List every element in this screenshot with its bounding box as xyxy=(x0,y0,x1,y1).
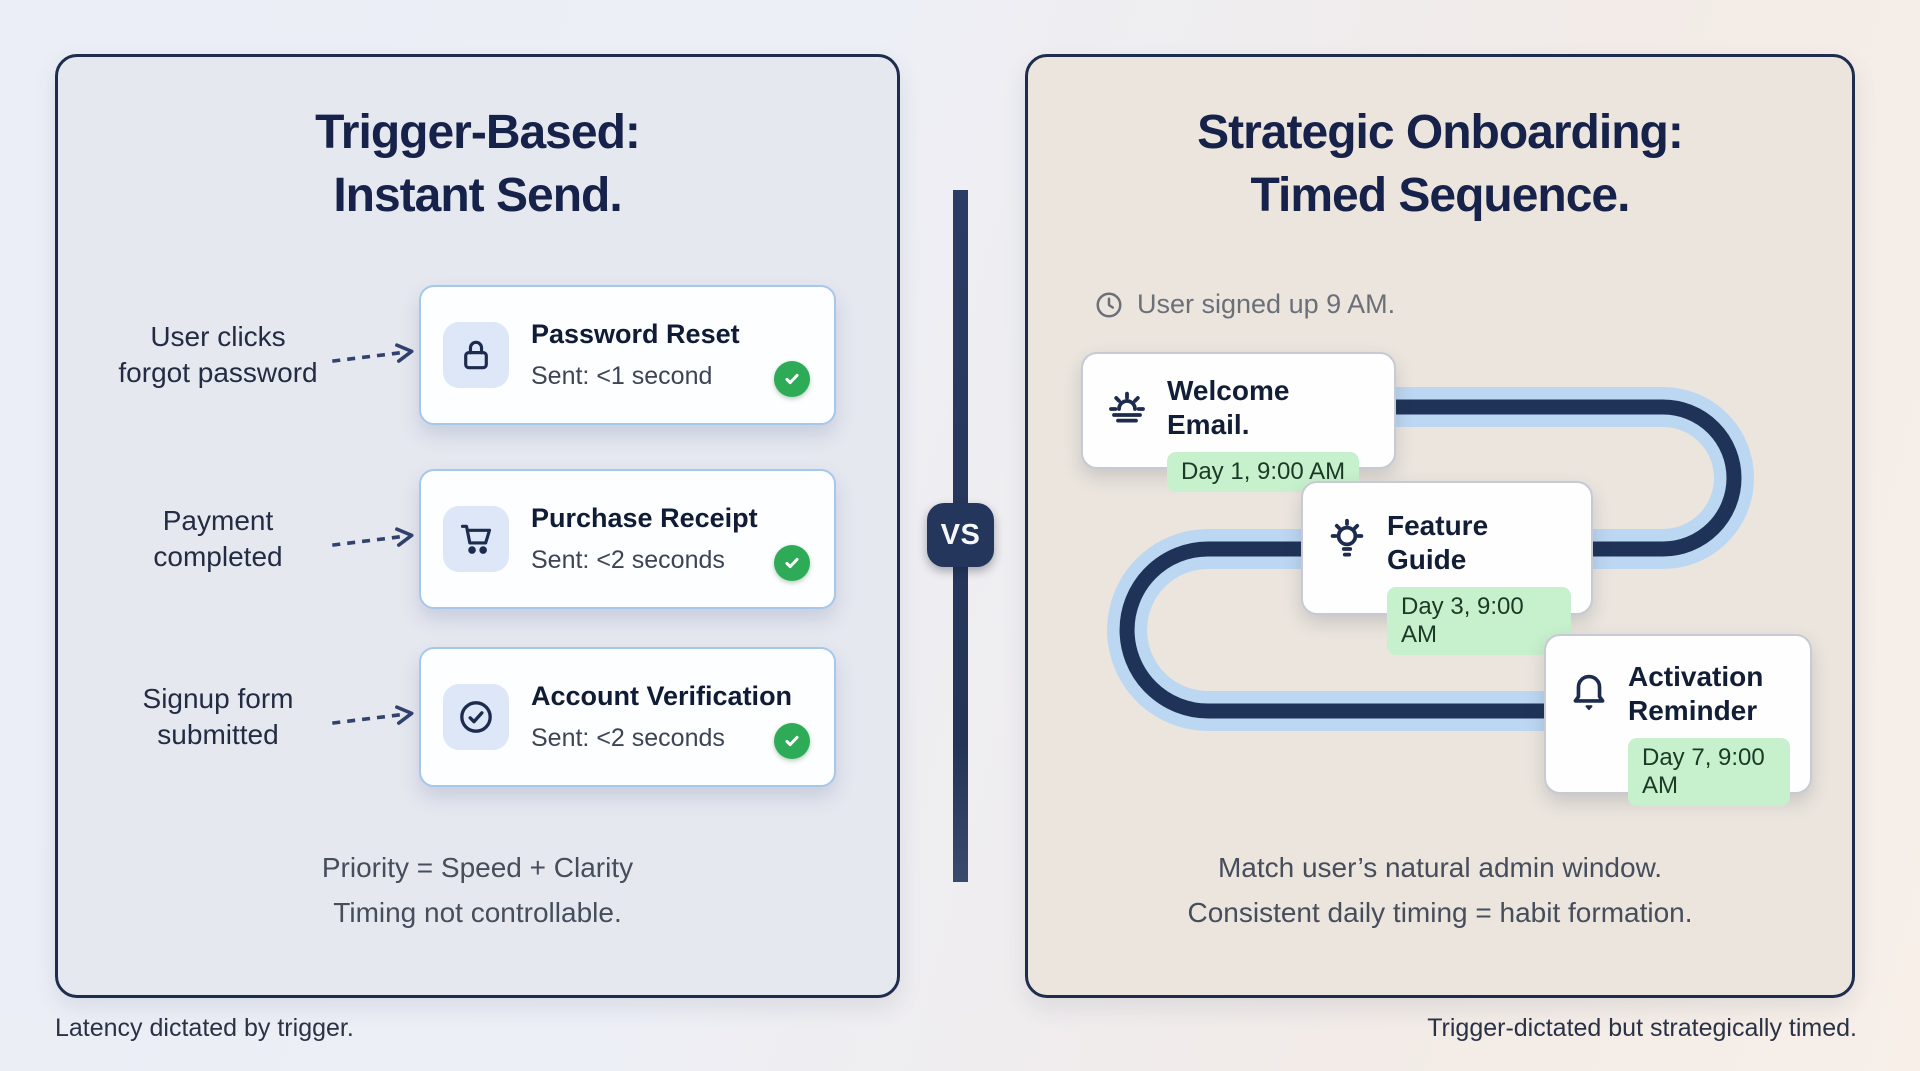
right-title-line1: Strategic Onboarding: xyxy=(1197,106,1684,159)
success-check-icon xyxy=(774,361,810,397)
step-title-line2: Reminder xyxy=(1628,695,1758,726)
bell-icon xyxy=(1566,666,1612,712)
left-title-line2: Instant Send. xyxy=(333,169,622,222)
day-badge: Day 7, 9:00 AM xyxy=(1628,738,1790,806)
event-subtitle: Sent: <1 second xyxy=(531,362,713,390)
trigger-label-forgot-password: User clicks forgot password xyxy=(78,319,358,391)
event-title: Password Reset xyxy=(531,319,740,349)
signup-note: User signed up 9 AM. xyxy=(1094,289,1395,320)
left-panel-footer: Priority = Speed + Clarity Timing not co… xyxy=(58,845,897,935)
feature-guide-card: Feature Guide Day 3, 9:00 AM xyxy=(1301,481,1593,655)
account-verification-card: Account Verification Sent: <2 seconds xyxy=(419,647,836,787)
day-badge: Day 3, 9:00 AM xyxy=(1387,587,1571,655)
sequence-path xyxy=(1107,387,1754,731)
left-footer-line2: Timing not controllable. xyxy=(333,897,622,928)
trigger-based-panel: Trigger-Based: Instant Send. User clicks… xyxy=(55,54,900,998)
step-title-line1: Activation xyxy=(1628,661,1764,692)
right-footer-line2: Consistent daily timing = habit formatio… xyxy=(1187,897,1693,928)
event-subtitle: Sent: <2 seconds xyxy=(531,724,725,752)
dashed-arrow-icon xyxy=(329,524,419,557)
lock-icon xyxy=(443,322,509,388)
trigger-label-line2: forgot password xyxy=(118,357,318,388)
event-title: Purchase Receipt xyxy=(531,503,758,533)
right-panel-title: Strategic Onboarding: Timed Sequence. xyxy=(1028,101,1852,227)
right-footer-line1: Match user’s natural admin window. xyxy=(1217,852,1663,883)
trigger-label-payment: Payment completed xyxy=(78,503,358,575)
right-bottom-caption: Trigger-dictated but strategically timed… xyxy=(1427,1014,1857,1042)
success-check-icon xyxy=(774,545,810,581)
left-title-line1: Trigger-Based: xyxy=(315,106,641,159)
vs-label: VS xyxy=(940,518,981,551)
left-footer-line1: Priority = Speed + Clarity xyxy=(321,852,634,883)
bulb-icon xyxy=(1323,515,1371,563)
event-title: Account Verification xyxy=(531,681,793,711)
dashed-arrow-icon xyxy=(329,340,419,373)
step-title: Welcome Email. xyxy=(1167,375,1290,440)
event-subtitle: Sent: <2 seconds xyxy=(531,546,725,574)
vs-badge: VS xyxy=(927,503,994,567)
trigger-label-line1: User clicks xyxy=(150,321,286,352)
sunrise-icon xyxy=(1103,380,1151,467)
step-title: Feature Guide xyxy=(1387,510,1489,575)
password-reset-card: Password Reset Sent: <1 second xyxy=(419,285,836,425)
left-bottom-caption: Latency dictated by trigger. xyxy=(55,1014,354,1042)
trigger-label-line2: completed xyxy=(153,541,283,572)
trigger-label-signup: Signup form submitted xyxy=(78,681,358,753)
welcome-email-card: Welcome Email. Day 1, 9:00 AM xyxy=(1081,352,1396,492)
success-check-icon xyxy=(774,723,810,759)
signup-note-text: User signed up 9 AM. xyxy=(1137,289,1396,319)
right-panel-footer: Match user’s natural admin window. Consi… xyxy=(1028,845,1852,935)
trigger-label-line1: Signup form xyxy=(142,683,294,714)
dashed-arrow-icon xyxy=(329,702,419,735)
clock-icon xyxy=(1094,290,1124,320)
trigger-label-line2: submitted xyxy=(157,719,279,750)
check-circle-icon xyxy=(443,684,509,750)
trigger-label-line1: Payment xyxy=(162,505,274,536)
purchase-receipt-card: Purchase Receipt Sent: <2 seconds xyxy=(419,469,836,609)
cart-icon xyxy=(443,506,509,572)
step-title: Activation Reminder xyxy=(1628,660,1790,728)
right-title-line2: Timed Sequence. xyxy=(1250,169,1631,222)
strategic-onboarding-panel: Strategic Onboarding: Timed Sequence. Us… xyxy=(1025,54,1855,998)
left-panel-title: Trigger-Based: Instant Send. xyxy=(58,101,897,227)
activation-reminder-card: Activation Reminder Day 7, 9:00 AM xyxy=(1544,634,1812,806)
